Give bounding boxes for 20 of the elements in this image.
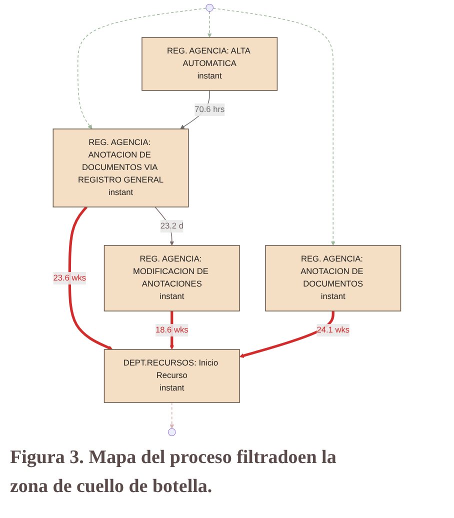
edge-label: 18.6 wks — [156, 326, 188, 334]
arrow — [154, 206, 174, 246]
node-box: REG. AGENCIA: ANOTACION DE DOCUMENTOS VIA REGISTRO GENERAL instant — [52, 128, 189, 208]
node-box: REG. AGENCIA: ALTA AUTOMATICA instant — [142, 37, 278, 91]
node-box: REG. AGENCIA: ANOTACION DE DOCUMENTOS instant — [265, 245, 402, 312]
edge-label: 70.6 hrs — [194, 105, 225, 114]
arrow — [78, 8, 206, 130]
edge-label: 23.2 d — [160, 222, 184, 230]
arrow — [212, 8, 336, 246]
caption: Figura 3. Mapa del proceso filtradoen la zona de cuello de botella. — [10, 446, 338, 498]
node-box: REG. AGENCIA: MODIFICACION DE ANOTACIONES instant — [104, 245, 240, 312]
node-circle — [168, 428, 176, 436]
edge-label: 23.6 wks — [53, 274, 86, 282]
node-circle — [206, 4, 214, 12]
arrow — [239, 311, 334, 358]
node-box: DEPT.RECURSOS: Inicio Recurso instant — [104, 349, 240, 403]
edge-label: 24.1 wks — [316, 326, 350, 334]
arrow — [207, 11, 212, 38]
arrow — [68, 206, 113, 350]
arrow — [170, 402, 174, 429]
